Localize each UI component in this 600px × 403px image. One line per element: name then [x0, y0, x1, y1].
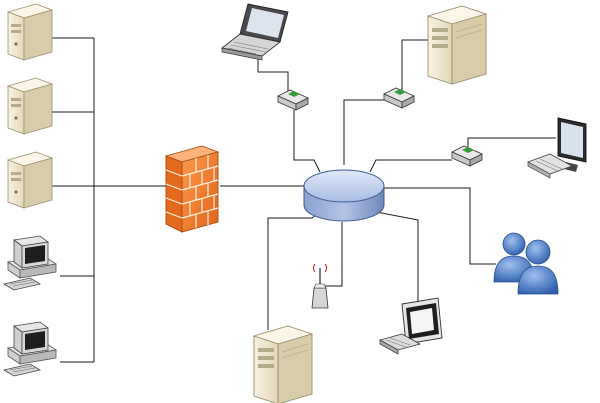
link-modem-2-hub	[343, 99, 392, 165]
link-server-tr-modem-2	[401, 39, 430, 90]
link-server-bottom-hub	[267, 211, 321, 330]
laptop-icon	[220, 3, 289, 61]
connection-lines	[50, 37, 556, 363]
link-modem-3-hub	[369, 159, 452, 173]
link-ap-hub	[324, 222, 343, 287]
server-tower-icon	[7, 77, 53, 135]
link-users-hub	[384, 187, 496, 265]
network-hub-icon	[303, 169, 385, 222]
modem-icon	[451, 145, 483, 167]
link-laptop-modem-1	[257, 56, 289, 92]
server-tower-icon	[253, 325, 313, 403]
crt-workstation-icon	[378, 297, 443, 355]
server-tower-icon	[7, 3, 53, 61]
link-crt-bottom-hub	[365, 209, 419, 302]
wireless-access-point-icon	[311, 263, 329, 309]
server-tower-icon	[427, 5, 487, 85]
lcd-workstation-icon	[527, 117, 587, 179]
firewall-icon	[164, 145, 220, 233]
modem-icon	[383, 87, 415, 109]
server-tower-icon	[7, 151, 53, 209]
modem-icon	[277, 89, 309, 111]
user-group-icon	[493, 232, 559, 295]
link-modem-1-hub	[293, 110, 321, 173]
crt-workstation-icon	[3, 235, 57, 291]
link-lcd-modem-3	[467, 137, 556, 150]
crt-workstation-icon	[3, 321, 57, 377]
